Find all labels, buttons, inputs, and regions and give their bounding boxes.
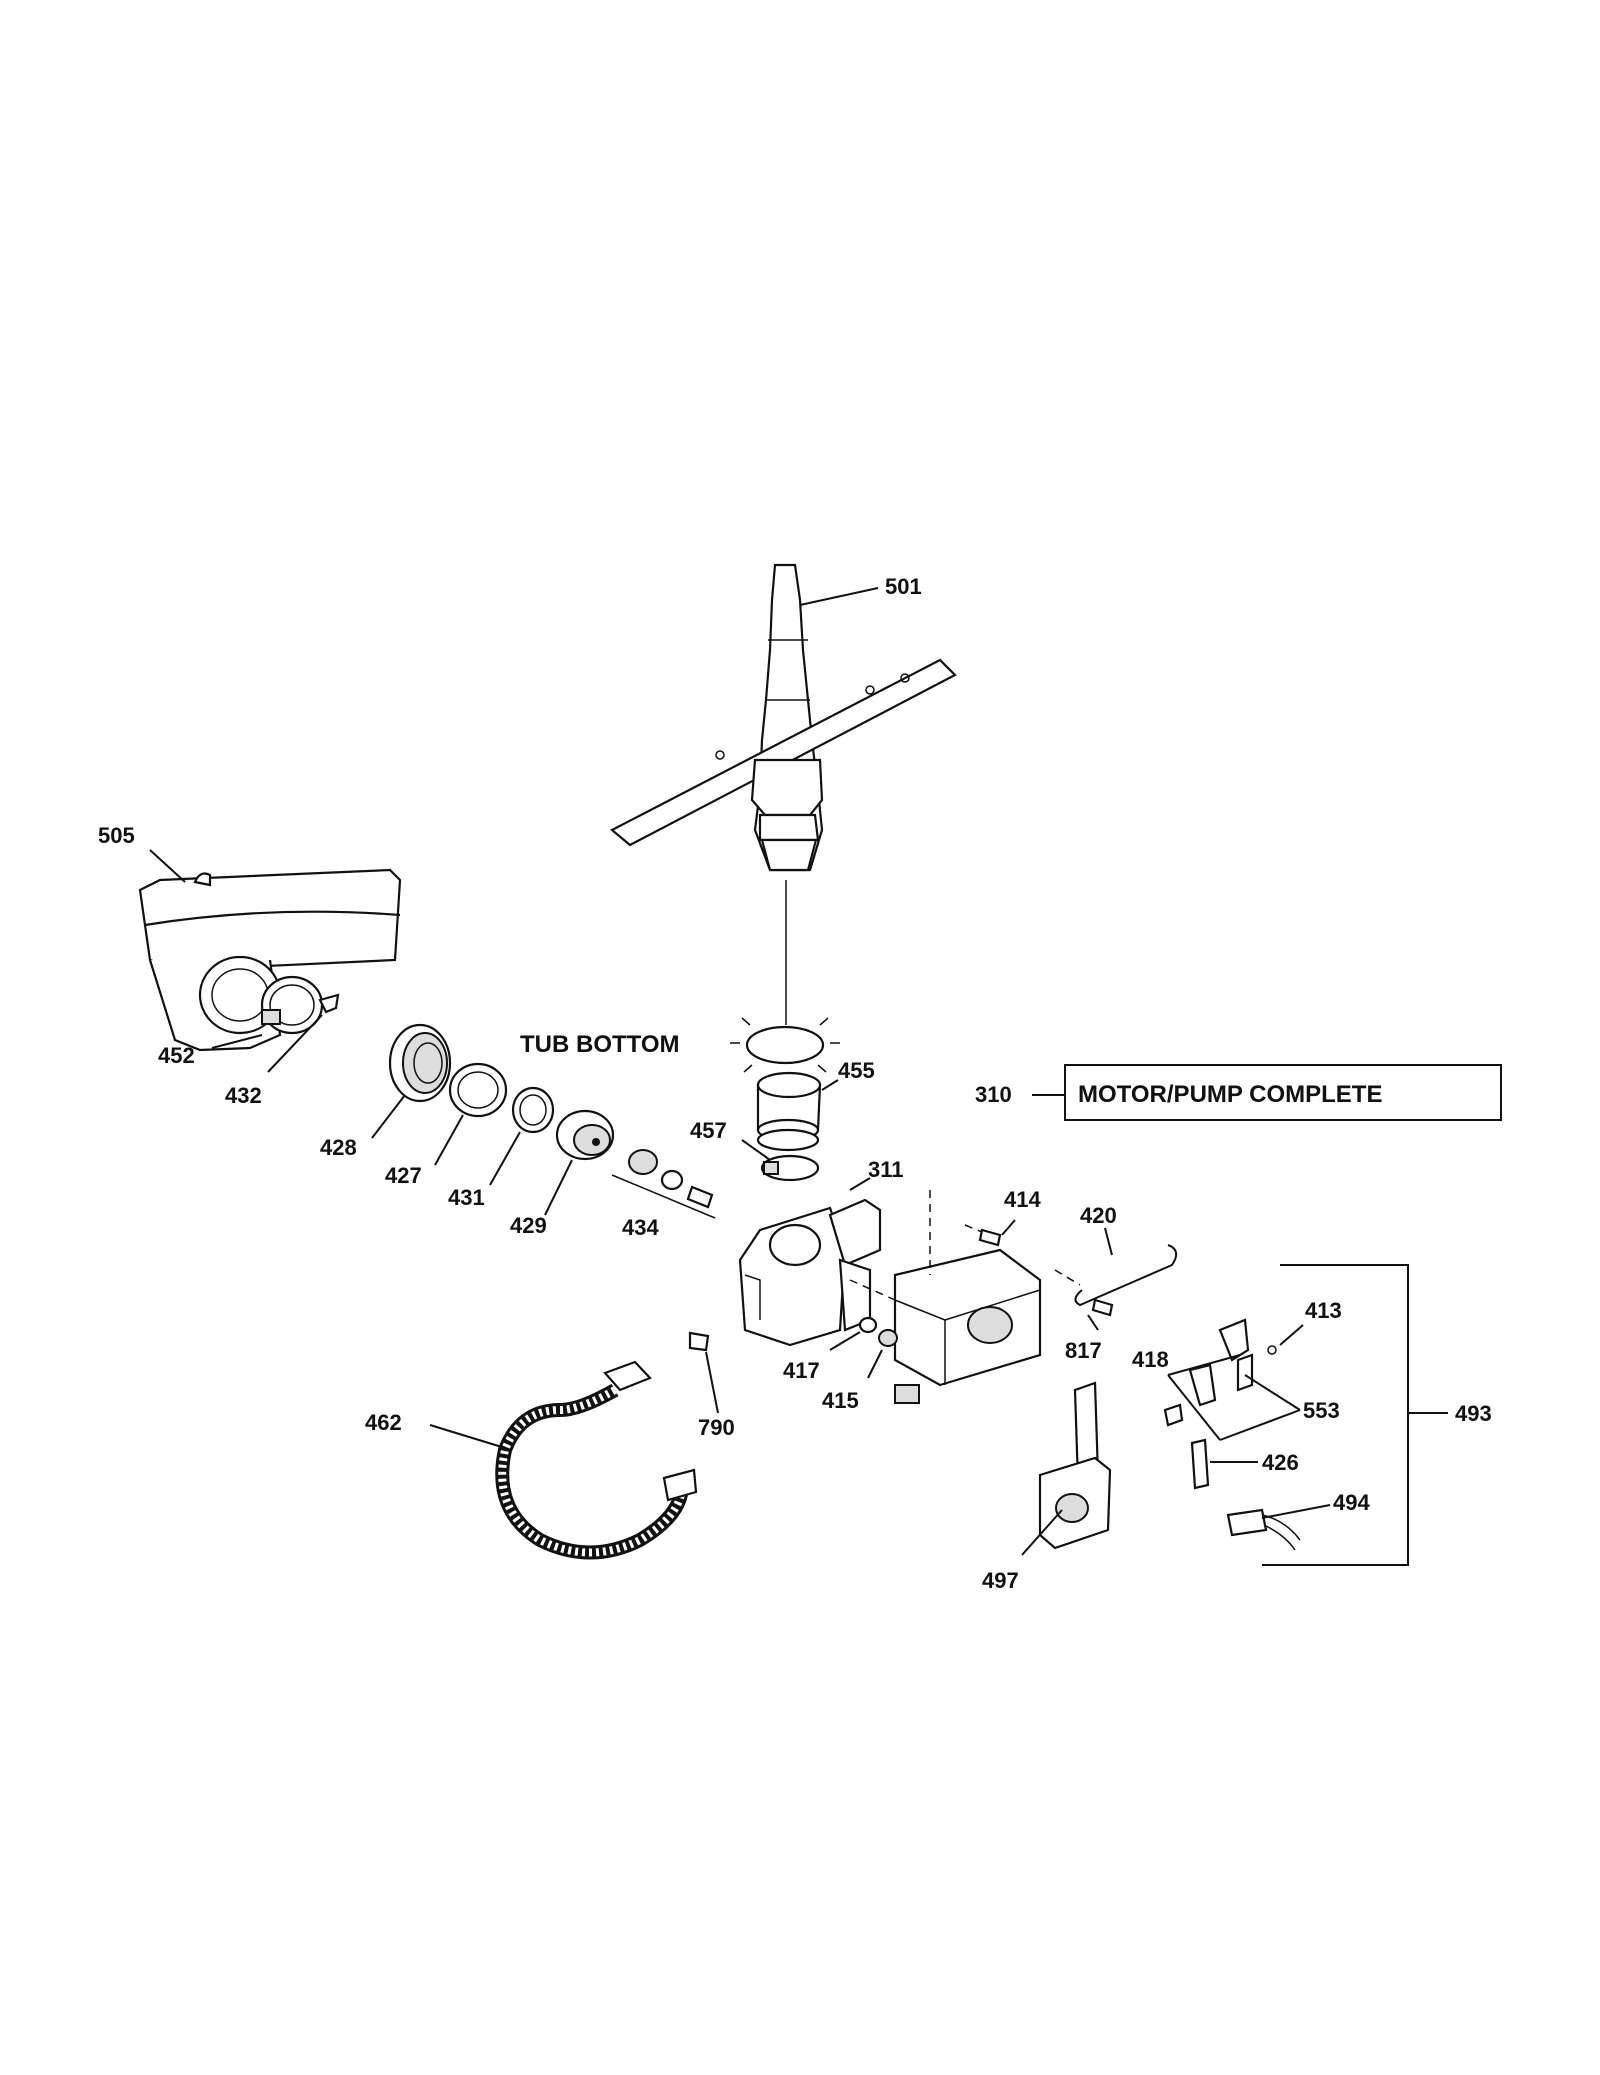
clip-790: [688, 1331, 710, 1352]
bracket-493: [1262, 1264, 1409, 1566]
label-817: 817: [1065, 1338, 1102, 1363]
impeller-429: [555, 1109, 615, 1161]
label-311: 311: [868, 1157, 904, 1182]
label-414: 414: [1004, 1187, 1041, 1212]
label-497: 497: [982, 1568, 1019, 1593]
label-415: 415: [822, 1388, 859, 1413]
label-429: 429: [510, 1213, 547, 1238]
label-505: 505: [98, 823, 135, 848]
screw-817: [1091, 1298, 1114, 1317]
label-434: 434: [622, 1215, 659, 1240]
label-413: 413: [1305, 1298, 1342, 1323]
pin-426: [1190, 1438, 1210, 1490]
rod-420: [1074, 1244, 1178, 1307]
label-501: 501: [885, 574, 922, 599]
connector-494: [1226, 1508, 1301, 1551]
label-462: 462: [365, 1410, 402, 1435]
label-426: 426: [1262, 1450, 1299, 1475]
tub-bottom-label: TUB BOTTOM: [520, 1031, 680, 1058]
drain-hose-462: [495, 1360, 698, 1560]
label-553: 553: [1303, 1398, 1340, 1423]
motor-pump-complete-box: [1064, 1064, 1502, 1121]
seal-455: [756, 1071, 822, 1152]
washer-417: [858, 1316, 878, 1334]
label-418: 418: [1132, 1347, 1169, 1372]
latch-parts: [1163, 1318, 1277, 1427]
motor: [893, 1248, 1042, 1404]
label-310: 310: [975, 1082, 1012, 1107]
filter-428: [388, 1023, 452, 1103]
ring-427: [448, 1062, 508, 1118]
tub-bottom-dashes: [730, 1017, 840, 1073]
label-427: 427: [385, 1163, 422, 1188]
motor-pump-complete-text: MOTOR/PUMP COMPLETE: [1078, 1081, 1382, 1108]
label-457: 457: [690, 1118, 727, 1143]
label-790: 790: [698, 1415, 735, 1440]
label-417: 417: [783, 1358, 820, 1383]
screw-414: [978, 1228, 1002, 1247]
o-ring: [745, 1025, 825, 1065]
label-455: 455: [838, 1058, 875, 1083]
spray-arm-assembly: [610, 563, 957, 872]
clamp-457: [760, 1154, 820, 1182]
label-452: 452: [158, 1043, 195, 1068]
pump-body-311: [738, 1198, 882, 1347]
clamp-ring-452: [260, 975, 324, 1035]
label-432: 432: [225, 1083, 262, 1108]
label-494: 494: [1333, 1490, 1370, 1515]
label-493: 493: [1455, 1401, 1492, 1426]
label-420: 420: [1080, 1203, 1117, 1228]
clip-432: [318, 993, 340, 1014]
ring-431: [511, 1086, 555, 1134]
label-431: 431: [448, 1185, 485, 1210]
washer-415: [878, 1329, 898, 1347]
label-428: 428: [320, 1135, 357, 1160]
shaft-parts-434: [628, 1149, 714, 1209]
